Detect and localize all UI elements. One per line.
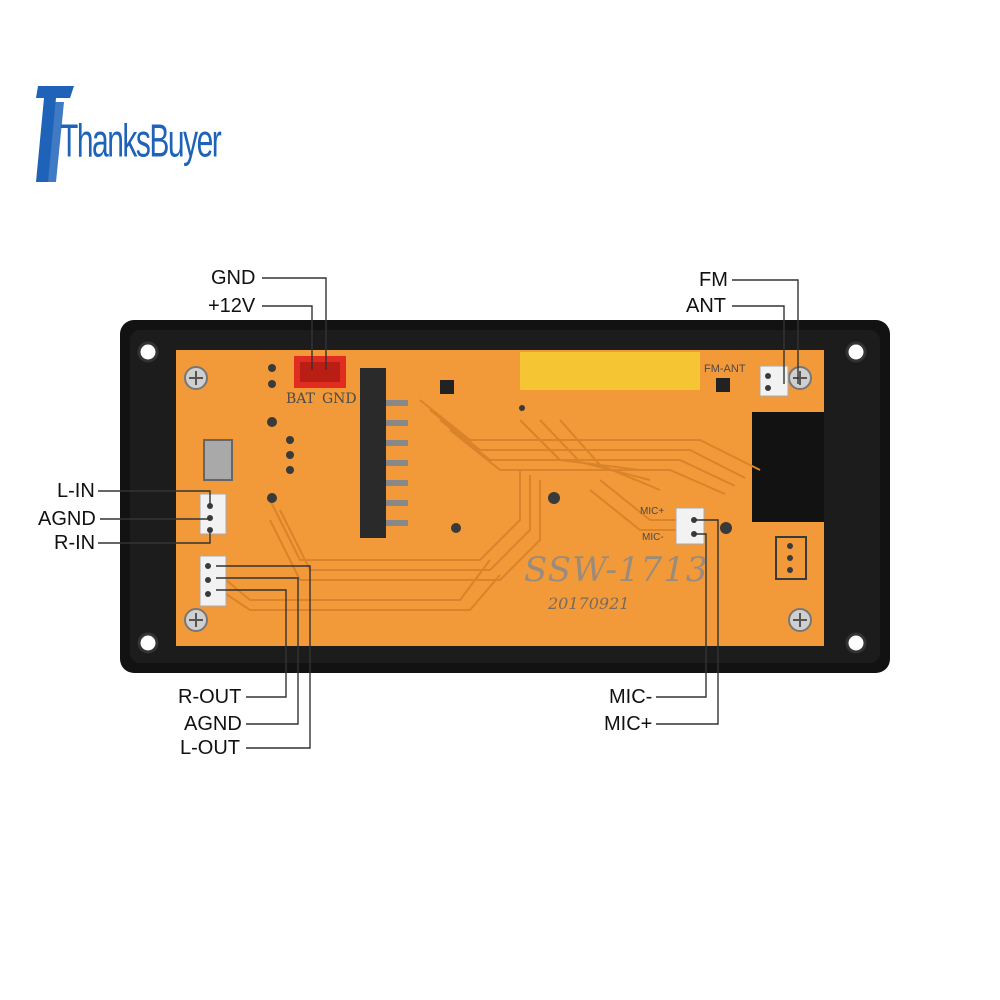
silk-mic-minus: MIC- [642, 532, 664, 543]
pcb [176, 350, 824, 646]
silk-fm-ant: FM-ANT [704, 363, 746, 375]
label-r-in: R-IN [54, 532, 96, 554]
label-l-out: L-OUT [180, 737, 240, 759]
logo-text: ThanksBuyer [60, 116, 222, 168]
line-out-connector [199, 555, 227, 607]
board-model: SSW-1713 [524, 550, 709, 590]
label-gnd: GND [211, 267, 256, 289]
silk-gnd: GND [322, 391, 357, 407]
metal-jack [203, 439, 233, 481]
thanksbuyer-logo-icon [36, 86, 74, 182]
label-agnd-in: AGND [38, 508, 96, 530]
mounting-hole-icon [137, 341, 867, 654]
line-in-connector [199, 493, 227, 535]
label-mic-plus: MIC+ [604, 713, 653, 735]
board-date-code: 20170921 [548, 594, 630, 613]
label-fm: FM [699, 269, 728, 291]
label-r-out: R-OUT [178, 686, 242, 708]
mic-connector [675, 507, 705, 545]
label-mic-minus: MIC- [609, 686, 653, 708]
label-ant: ANT [686, 295, 726, 317]
card-slot [360, 368, 386, 538]
label-agnd-out: AGND [184, 713, 242, 735]
label-12v: +12V [208, 295, 256, 317]
silk-bat: BAT [286, 391, 315, 407]
label-l-in: L-IN [57, 480, 95, 502]
silk-mic-plus: MIC+ [640, 506, 665, 517]
display-window [520, 352, 700, 390]
